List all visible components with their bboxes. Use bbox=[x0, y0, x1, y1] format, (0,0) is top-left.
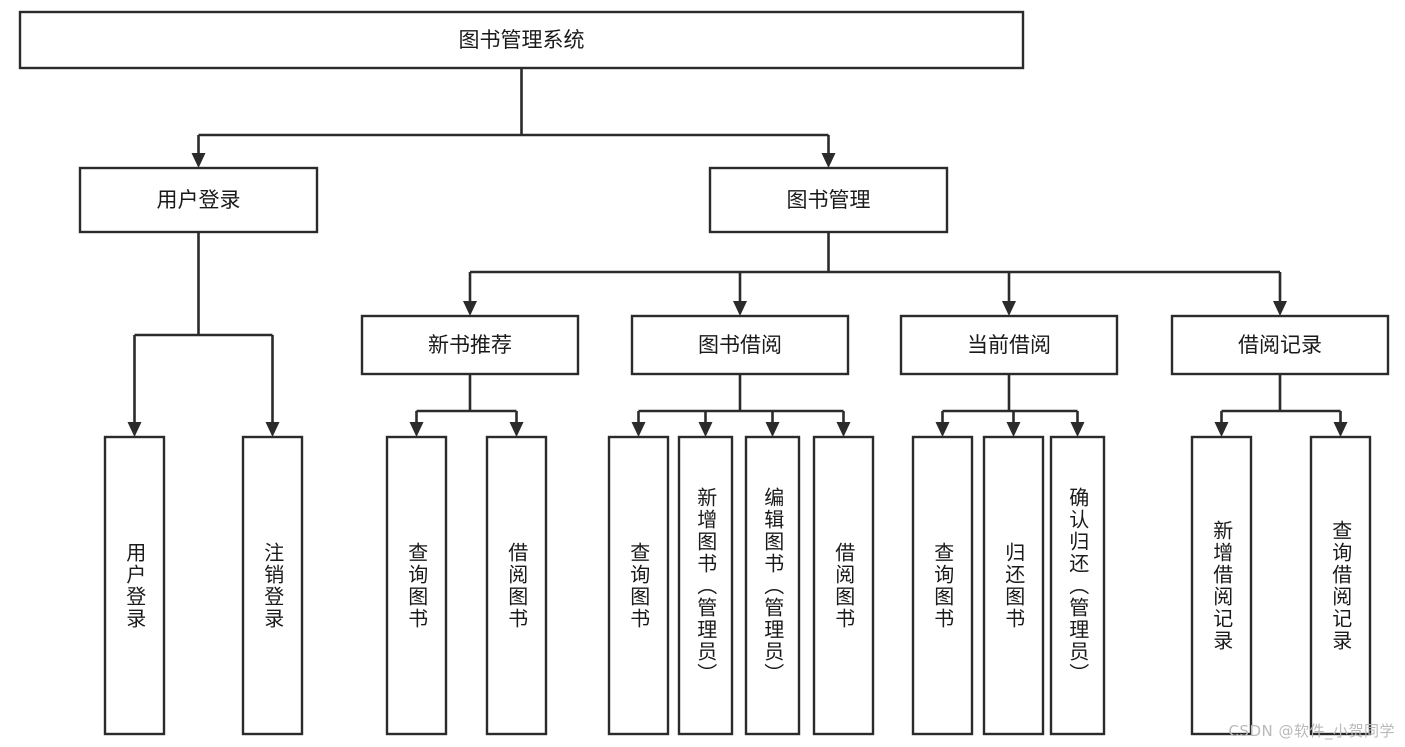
node-book-borrow-label: 图书借阅 bbox=[698, 333, 782, 357]
conn-book-borrow-arrow-1 bbox=[698, 422, 713, 437]
node-new-book-recommend-rect bbox=[360, 314, 580, 376]
leaf-leaf-return-book[interactable] bbox=[982, 435, 1045, 736]
conn-borrow-record-arrow-0 bbox=[1214, 422, 1229, 437]
leaf-leaf-query-record[interactable] bbox=[1309, 435, 1372, 736]
conn-current-borrow-arrow-0 bbox=[935, 422, 950, 437]
node-root[interactable]: 图书管理系统 bbox=[18, 10, 1025, 70]
leaf-leaf-query-book-rec[interactable] bbox=[385, 435, 448, 736]
leaf-leaf-borrow-book[interactable] bbox=[812, 435, 875, 736]
node-new-book-recommend[interactable]: 新书推荐 bbox=[360, 314, 580, 376]
leaf-leaf-add-record[interactable] bbox=[1190, 435, 1253, 736]
node-book-borrow-rect bbox=[630, 314, 850, 376]
conn-book-manage-arrow-3 bbox=[1273, 301, 1287, 316]
node-borrow-record-rect bbox=[1170, 314, 1390, 376]
leaf-leaf-edit-book-admin[interactable] bbox=[744, 435, 801, 736]
node-root-label: 图书管理系统 bbox=[459, 28, 585, 52]
node-borrow-record[interactable]: 借阅记录 bbox=[1170, 314, 1390, 376]
leaf-leaf-add-book-admin[interactable] bbox=[677, 435, 734, 736]
conn-book-manage-arrow-2 bbox=[1002, 301, 1016, 316]
conn-new-book-recommend-arrow-0 bbox=[409, 422, 424, 437]
csdn-watermark: CSDN @软件_小贺同学 bbox=[1228, 722, 1395, 740]
conn-book-borrow-arrow-3 bbox=[836, 422, 851, 437]
leaf-leaf-user-login[interactable] bbox=[103, 435, 166, 736]
leaf-leaf-borrow-book-rec[interactable] bbox=[485, 435, 548, 736]
conn-root-arrow-0 bbox=[191, 153, 206, 168]
conn-borrow-record-arrow-1 bbox=[1333, 422, 1348, 437]
node-user-login-rect bbox=[78, 166, 319, 234]
node-book-manage-rect bbox=[708, 166, 949, 234]
node-user-login[interactable]: 用户登录 bbox=[78, 166, 319, 234]
node-user-login-label: 用户登录 bbox=[157, 188, 241, 212]
node-new-book-recommend-label: 新书推荐 bbox=[428, 333, 512, 357]
node-current-borrow[interactable]: 当前借阅 bbox=[899, 314, 1119, 376]
conn-book-borrow-arrow-0 bbox=[631, 422, 646, 437]
conn-root-arrow-1 bbox=[821, 153, 836, 168]
conn-current-borrow-arrow-1 bbox=[1006, 422, 1021, 437]
conn-new-book-recommend-arrow-1 bbox=[509, 422, 524, 437]
conn-current-borrow-arrow-2 bbox=[1070, 422, 1085, 437]
leaf-leaf-confirm-return-admin[interactable] bbox=[1049, 435, 1106, 736]
node-current-borrow-rect bbox=[899, 314, 1119, 376]
leaf-leaf-query-book-cur[interactable] bbox=[911, 435, 974, 736]
conn-book-borrow-arrow-2 bbox=[765, 422, 780, 437]
leaf-leaf-query-book-borrow[interactable] bbox=[607, 435, 670, 736]
node-book-manage[interactable]: 图书管理 bbox=[708, 166, 949, 234]
node-root-rect bbox=[18, 10, 1025, 70]
conn-user-login-arrow-1 bbox=[265, 422, 280, 437]
conn-book-manage-arrow-1 bbox=[733, 301, 747, 316]
leaf-leaf-logout[interactable] bbox=[241, 435, 304, 736]
conn-user-login-arrow-0 bbox=[127, 422, 142, 437]
node-book-manage-label: 图书管理 bbox=[787, 188, 871, 212]
node-borrow-record-label: 借阅记录 bbox=[1238, 333, 1322, 357]
conn-book-manage-arrow-0 bbox=[463, 301, 477, 316]
connectors-layer bbox=[127, 68, 1348, 437]
node-current-borrow-label: 当前借阅 bbox=[967, 333, 1051, 357]
node-book-borrow[interactable]: 图书借阅 bbox=[630, 314, 850, 376]
